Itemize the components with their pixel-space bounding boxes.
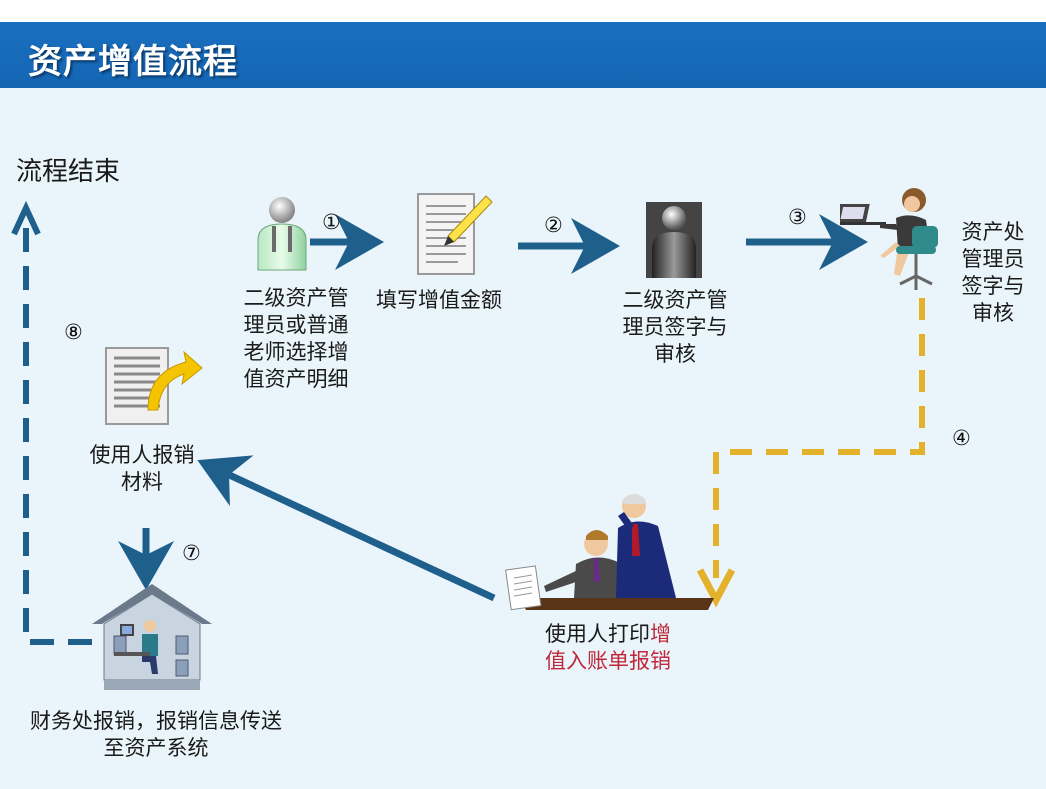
title-bar: [0, 22, 1046, 88]
user-green-icon: [257, 197, 307, 271]
finance-reimburse-line-2: 至资产系统: [103, 736, 209, 760]
print-reimburse-label: 使用人打印增 值入账单报销: [520, 621, 696, 675]
fill-amount-label: 填写增值金额: [376, 288, 502, 312]
asset-office-line-1: 资产处: [961, 220, 1025, 244]
select-assets-line-4: 值资产明细: [243, 367, 349, 391]
step-number-3: ③: [788, 205, 807, 229]
step-number-2: ②: [544, 213, 563, 237]
secondary-sign-line-2: 理员签字与: [622, 315, 728, 339]
arrow-print-to-user: [197, 455, 496, 602]
asset-office-sign-label: 资产处 管理员 签字与 审核: [946, 219, 1040, 327]
user-dark-icon: [646, 202, 702, 278]
secondary-sign-line-1: 二级资产管: [622, 288, 728, 312]
user-reimburse-label: 使用人报销 材料: [72, 442, 212, 496]
select-assets-line-2: 理员或普通: [243, 313, 349, 337]
arrow-step-8-head: [11, 200, 41, 236]
select-assets-line-3: 老师选择增: [243, 340, 349, 364]
select-assets-line-1: 二级资产管: [243, 286, 349, 310]
end-label: 流程结束: [16, 157, 121, 187]
print-reimburse-line-1b: 增: [650, 622, 671, 646]
office-worker-laptop-icon: [840, 188, 938, 290]
asset-office-line-3: 签字与: [961, 274, 1025, 298]
document-pencil-icon: [417, 193, 493, 275]
top-margin: [0, 0, 1046, 22]
user-reimburse-line-1: 使用人报销: [89, 443, 195, 467]
arrow-step-4-head: [696, 568, 736, 608]
print-reimburse-line-1: 使用人打印增: [520, 621, 696, 648]
finance-reimburse-label: 财务处报销，报销信息传送 至资产系统: [8, 708, 304, 762]
step-number-4: ④: [952, 426, 971, 450]
finance-reimburse-line-1: 财务处报销，报销信息传送: [30, 709, 282, 733]
select-assets-label: 二级资产管 理员或普通 老师选择增 值资产明细: [226, 285, 366, 393]
print-reimburse-line-2: 值入账单报销: [545, 649, 671, 673]
secondary-sign-line-3: 审核: [654, 342, 696, 366]
arrow-step-8: [23, 214, 92, 645]
step-number-8: ⑧: [64, 320, 83, 344]
print-reimburse-scene-icon: [505, 494, 714, 611]
finance-office-house-icon: [92, 584, 212, 690]
user-reimburse-line-2: 材料: [121, 470, 163, 494]
asset-office-line-4: 审核: [972, 301, 1014, 325]
step-number-1: ①: [322, 210, 341, 234]
page-title: 资产增值流程: [28, 42, 238, 82]
secondary-sign-label: 二级资产管 理员签字与 审核: [600, 287, 750, 368]
document-submit-icon: [105, 347, 203, 425]
print-reimburse-line-1a: 使用人打印: [545, 622, 650, 646]
arrow-step-4: [713, 298, 925, 578]
step-number-7: ⑦: [182, 541, 201, 565]
asset-office-line-2: 管理员: [961, 247, 1025, 271]
